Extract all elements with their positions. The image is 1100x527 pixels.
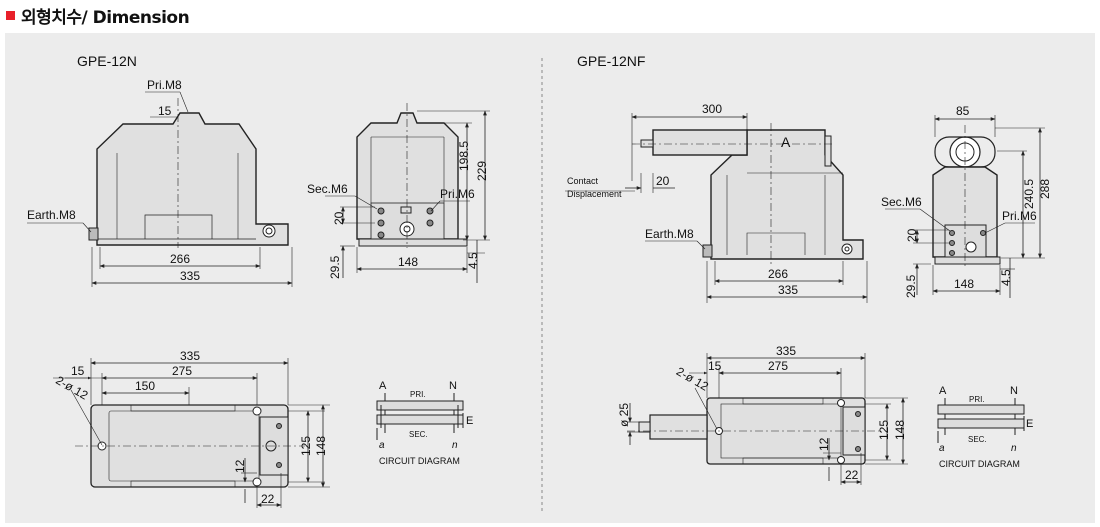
left-dim-335: 335 — [180, 269, 200, 283]
right-top-dim-22: 22 — [845, 468, 859, 482]
left-circuit-diagram — [376, 393, 464, 440]
section-header: 외형치수/ Dimension — [6, 4, 190, 28]
left-top-dim-148: 148 — [314, 436, 328, 456]
right-side-dim-4: 4.5 — [999, 269, 1013, 286]
right-dim-266: 266 — [768, 267, 788, 281]
section-title: 외형치수/ Dimension — [21, 7, 190, 28]
right-dim-20: 20 — [656, 174, 670, 188]
left-top-dim-12: 12 — [233, 459, 247, 473]
right-top-dim-335: 335 — [776, 344, 796, 358]
left-top-dim-15: 15 — [71, 364, 85, 378]
red-square-icon — [6, 10, 15, 20]
right-earth-label: Earth.M8 — [645, 227, 694, 241]
right-side-dim-29: 29.5 — [904, 274, 918, 298]
left-top-dim-335: 335 — [180, 349, 200, 363]
right-side-dim-85: 85 — [956, 104, 970, 118]
left-dim-20: 20 — [332, 211, 346, 225]
left-pri-m6-label: Pri.M6 — [440, 187, 475, 201]
right-dim-335: 335 — [778, 283, 798, 297]
right-front-view — [565, 113, 868, 303]
right-displacement: Displacement — [567, 189, 622, 199]
left-side-view — [325, 103, 490, 283]
right-circuit-sec: SEC. — [968, 435, 987, 444]
left-circuit-e: E — [466, 415, 473, 427]
right-top-dim-25: ø 25 — [617, 403, 631, 427]
left-circuit-a: A — [379, 380, 387, 392]
left-pri-label: Pri.M8 — [147, 78, 182, 92]
right-circuit-pri: PRI. — [969, 395, 985, 404]
right-model-name: GPE-12NF — [577, 53, 645, 69]
right-top-dim-148: 148 — [893, 420, 907, 440]
right-pri-m6-label: Pri.M6 — [1002, 209, 1037, 223]
left-dim-229: 229 — [475, 161, 489, 181]
right-circuit-e: E — [1026, 418, 1033, 430]
right-dim-240: 240.5 — [1022, 179, 1036, 209]
left-circuit-sec: SEC. — [409, 430, 428, 439]
left-circuit-a-lower: a — [379, 440, 385, 451]
drawing-panel: GPE-12N GPE-12NF Pri.M8 15 Earth.M8 266 … — [5, 33, 1095, 523]
right-top-dim-15: 15 — [708, 359, 722, 373]
right-sec-label: Sec.M6 — [881, 195, 922, 209]
right-circuit-diagram — [937, 398, 1025, 443]
left-model-name: GPE-12N — [77, 53, 137, 69]
left-earth-label: Earth.M8 — [27, 208, 76, 222]
left-circuit-n-lower: n — [452, 440, 458, 451]
right-circuit-a-lower: a — [939, 443, 945, 454]
right-circuit-n-lower: n — [1011, 443, 1017, 454]
left-top-view — [53, 358, 330, 508]
left-dim-266: 266 — [170, 252, 190, 266]
right-contact: Contact — [567, 176, 599, 186]
left-circuit-pri: PRI. — [410, 390, 426, 399]
right-dim-300: 300 — [702, 102, 722, 116]
left-top-dim-150: 150 — [135, 379, 155, 393]
dimension-drawing: GPE-12N GPE-12NF Pri.M8 15 Earth.M8 266 … — [27, 53, 1052, 513]
left-circuit-n: N — [449, 380, 457, 392]
right-side-view — [885, 115, 1045, 298]
right-label-a: A — [781, 134, 791, 150]
right-circuit-a: A — [939, 385, 947, 397]
right-top-dim-12: 12 — [817, 437, 831, 451]
left-side-dim-148: 148 — [398, 255, 418, 269]
right-circuit-n: N — [1010, 385, 1018, 397]
left-dim-4: 4.5 — [466, 252, 480, 269]
right-dim-288: 288 — [1038, 179, 1052, 199]
right-side-dim-20: 20 — [905, 228, 919, 242]
right-top-hole: 2-ø 12 — [674, 364, 711, 394]
left-sec-label: Sec.M6 — [307, 182, 348, 196]
right-top-dim-275: 275 — [768, 359, 788, 373]
right-top-dim-125: 125 — [877, 420, 891, 440]
right-side-dim-148: 148 — [954, 277, 974, 291]
left-front-view — [27, 91, 293, 287]
left-circuit-caption: CIRCUIT DIAGRAM — [379, 456, 460, 466]
left-dim-29: 29.5 — [328, 255, 342, 279]
left-top-dim-125: 125 — [299, 436, 313, 456]
left-dim-198: 198.5 — [457, 141, 471, 171]
left-dim-15: 15 — [158, 104, 172, 118]
right-top-view — [627, 353, 908, 485]
left-top-dim-275: 275 — [172, 364, 192, 378]
right-circuit-caption: CIRCUIT DIAGRAM — [939, 459, 1020, 469]
left-top-dim-22: 22 — [261, 492, 275, 506]
